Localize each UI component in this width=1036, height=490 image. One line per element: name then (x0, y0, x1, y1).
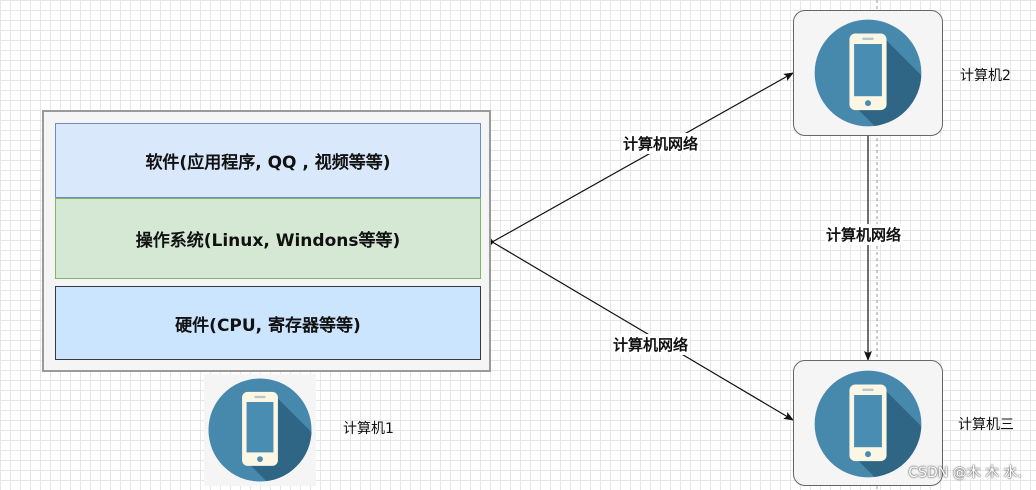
computer1-label: 计算机1 (343, 421, 394, 437)
hardware-layer-label: 硬件(CPU, 寄存器等等) (175, 315, 361, 336)
edge-label-c1-c3: 计算机网络 (612, 334, 690, 355)
edge-c1-c2 (484, 72, 794, 249)
smartphone-icon (208, 378, 312, 482)
smartphone-icon (814, 370, 922, 478)
software-layer-label: 软件(应用程序, QQ , 视频等等) (145, 153, 391, 173)
computer2-node (793, 10, 943, 136)
os-layer: 操作系统(Linux, Windons等等) (55, 198, 481, 279)
computer2-label: 计算机2 (960, 68, 1011, 84)
edge-label-c1-c2: 计算机网络 (622, 133, 700, 154)
hardware-layer: 硬件(CPU, 寄存器等等) (55, 286, 481, 360)
computer1-node (204, 374, 316, 486)
smartphone-icon (814, 19, 922, 127)
watermark: CSDN @木 木 水. (908, 465, 1022, 481)
computer3-node (793, 360, 943, 486)
software-layer: 软件(应用程序, QQ , 视频等等) (55, 123, 481, 198)
edge-label-c2-c3: 计算机网络 (825, 224, 903, 245)
os-layer-label: 操作系统(Linux, Windons等等) (135, 231, 401, 251)
computer3-label: 计算机三 (958, 417, 1014, 433)
edge-c1-c3 (484, 234, 794, 421)
